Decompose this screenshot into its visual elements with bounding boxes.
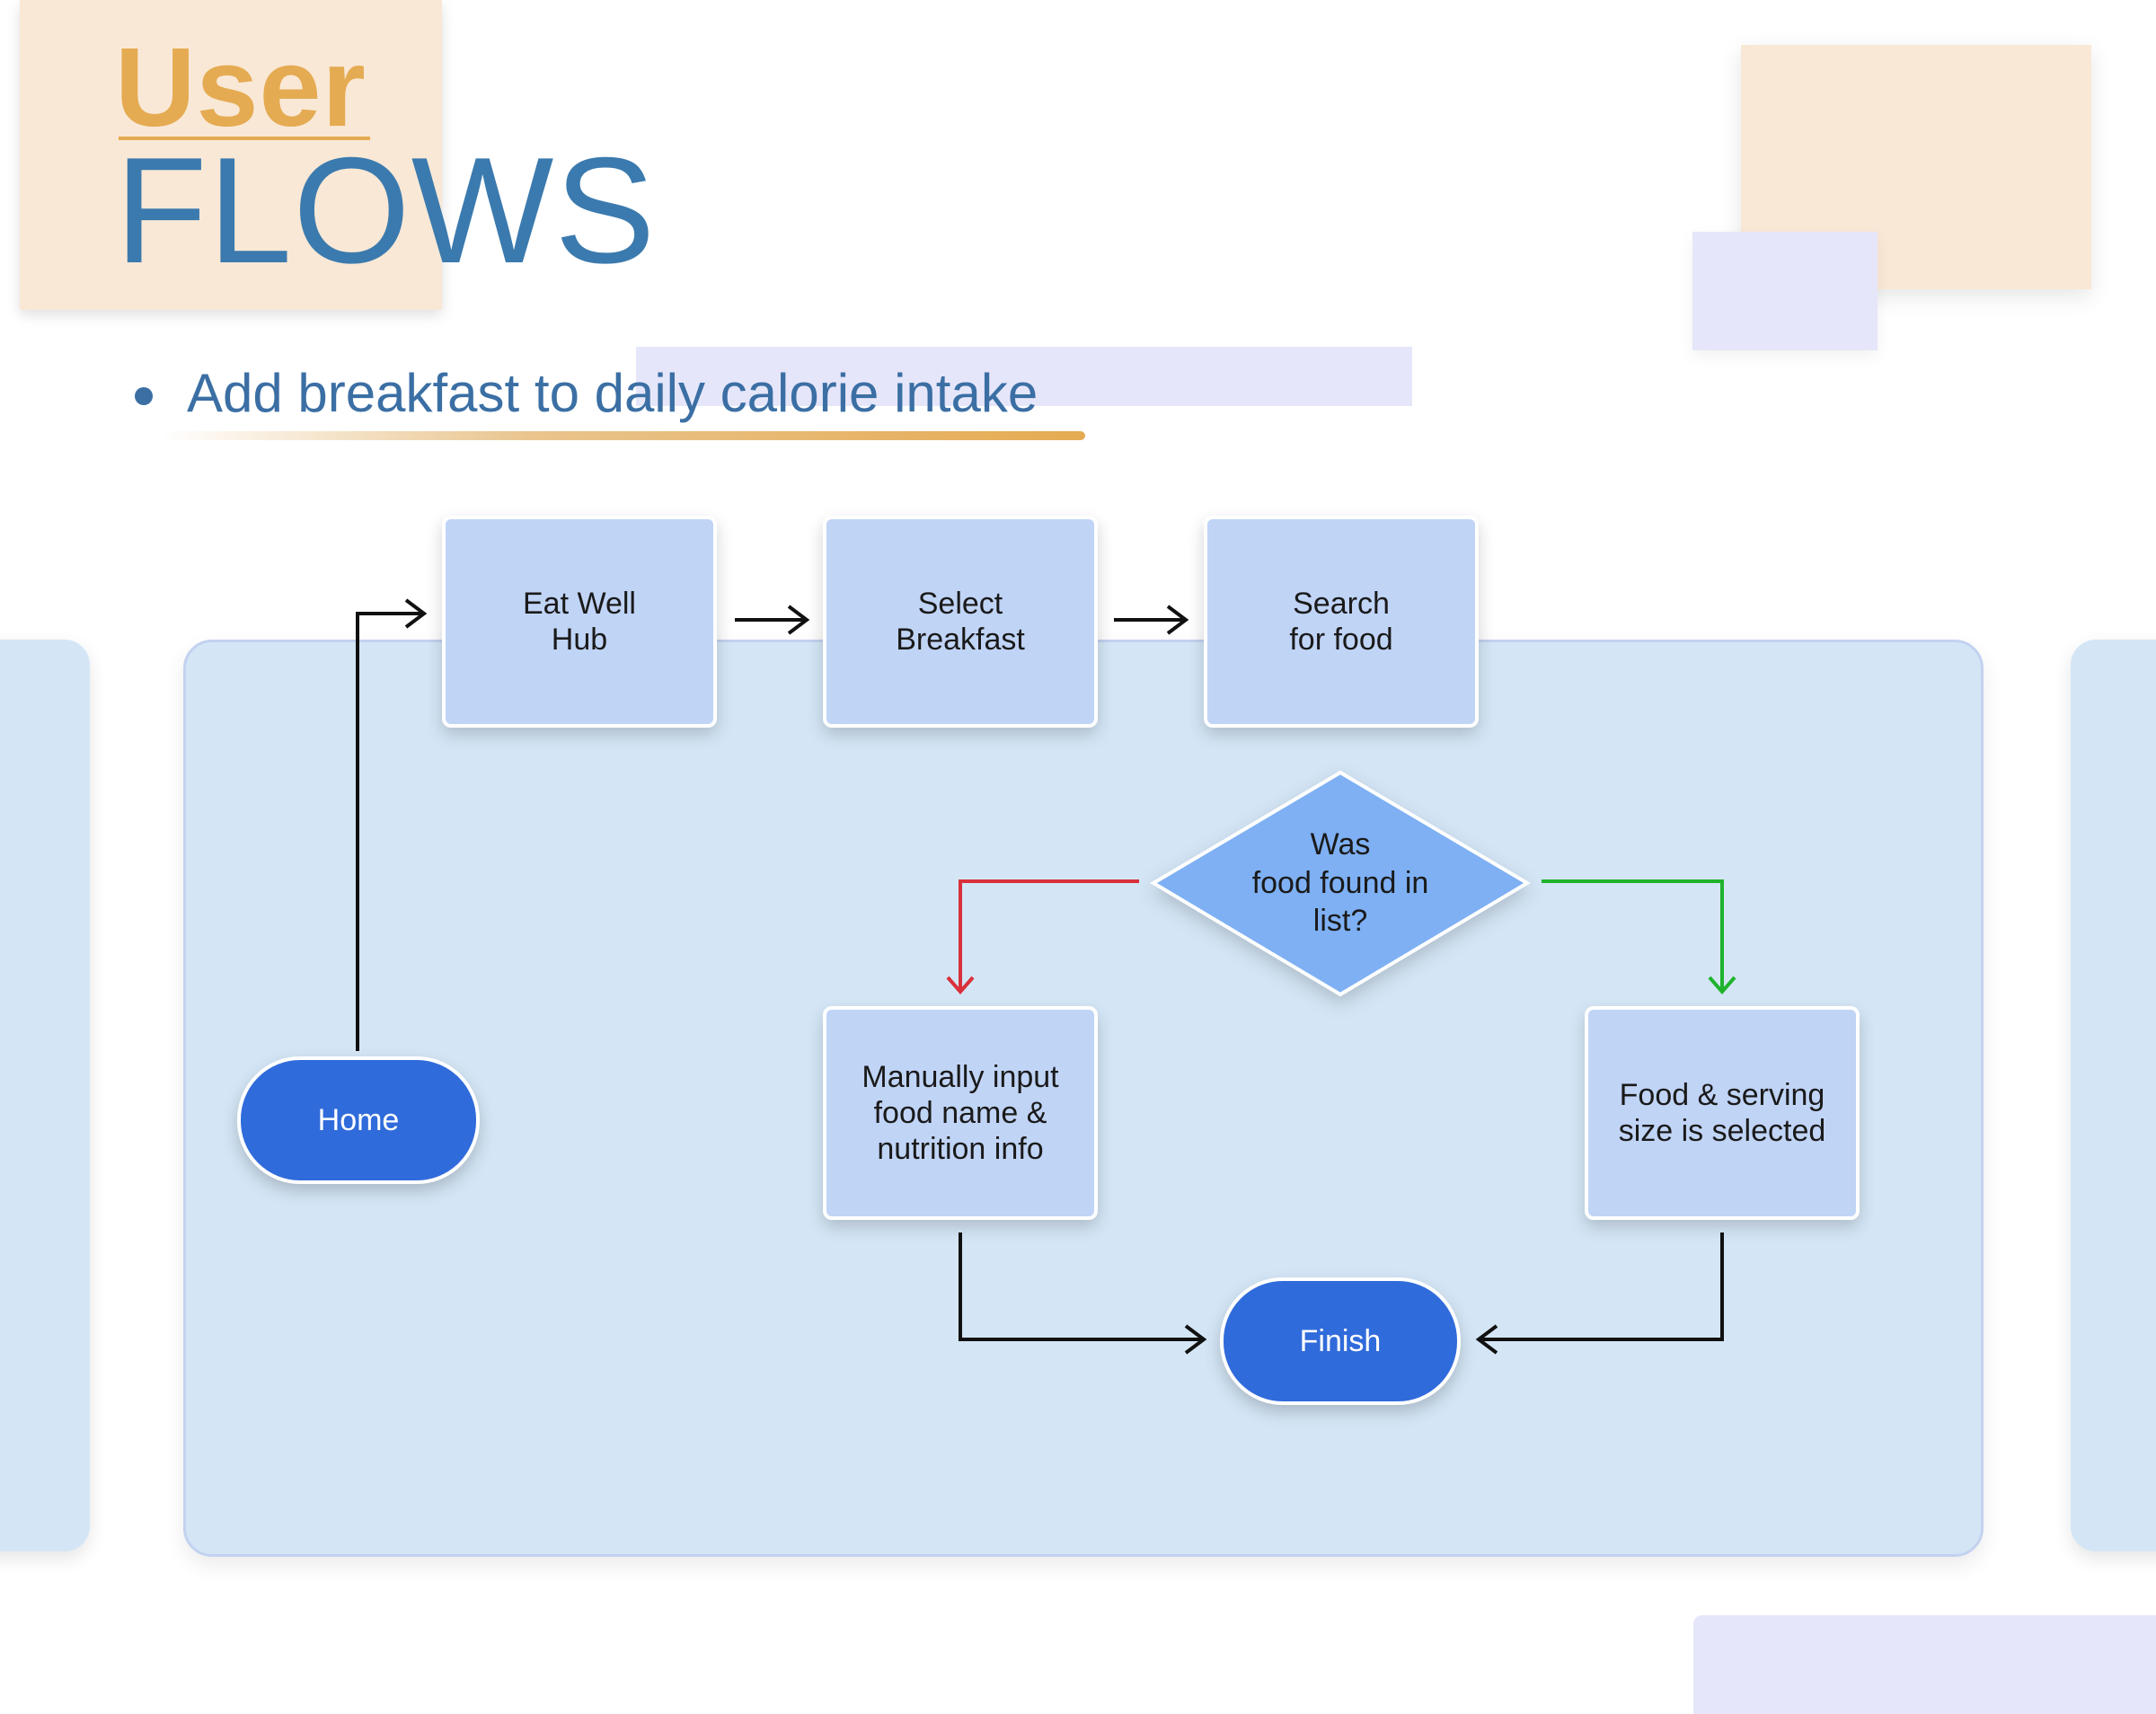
connector-home-to-hub xyxy=(356,612,422,1051)
node-food-selected: Food & serving size is selected xyxy=(1585,1006,1860,1220)
title-user: User xyxy=(115,26,367,150)
bullet-dot xyxy=(135,387,153,405)
side-panel-left xyxy=(0,640,90,1551)
decorative-lavender-corner xyxy=(1693,1615,2156,1714)
terminal-finish: Finish xyxy=(1220,1277,1461,1405)
connector-manual-to-finish xyxy=(959,1232,1202,1341)
subtitle-underline xyxy=(162,431,1085,440)
connector-selected-to-finish xyxy=(1480,1232,1724,1341)
decorative-lavender-block xyxy=(1692,232,1878,350)
connector-decision-yes xyxy=(1542,879,1736,995)
decision-label: Was food found in list? xyxy=(1251,827,1429,939)
node-search-for-food: Search for food xyxy=(1204,516,1479,728)
title-flows: FLOWS xyxy=(115,126,657,295)
connector-decision-no xyxy=(946,879,1139,995)
flow-subtitle: Add breakfast to daily calorie intake xyxy=(187,363,1038,423)
side-panel-right xyxy=(2071,640,2156,1551)
terminal-home: Home xyxy=(237,1056,480,1184)
title-underline xyxy=(119,137,370,140)
decorative-lavender-bar xyxy=(636,347,1412,406)
title-card-background xyxy=(20,0,442,310)
node-manual-input: Manually input food name & nutrition inf… xyxy=(823,1006,1098,1220)
node-eat-well-hub: Eat Well Hub xyxy=(442,516,717,728)
node-select-breakfast: Select Breakfast xyxy=(823,516,1098,728)
decision-diamond xyxy=(1150,770,1531,997)
